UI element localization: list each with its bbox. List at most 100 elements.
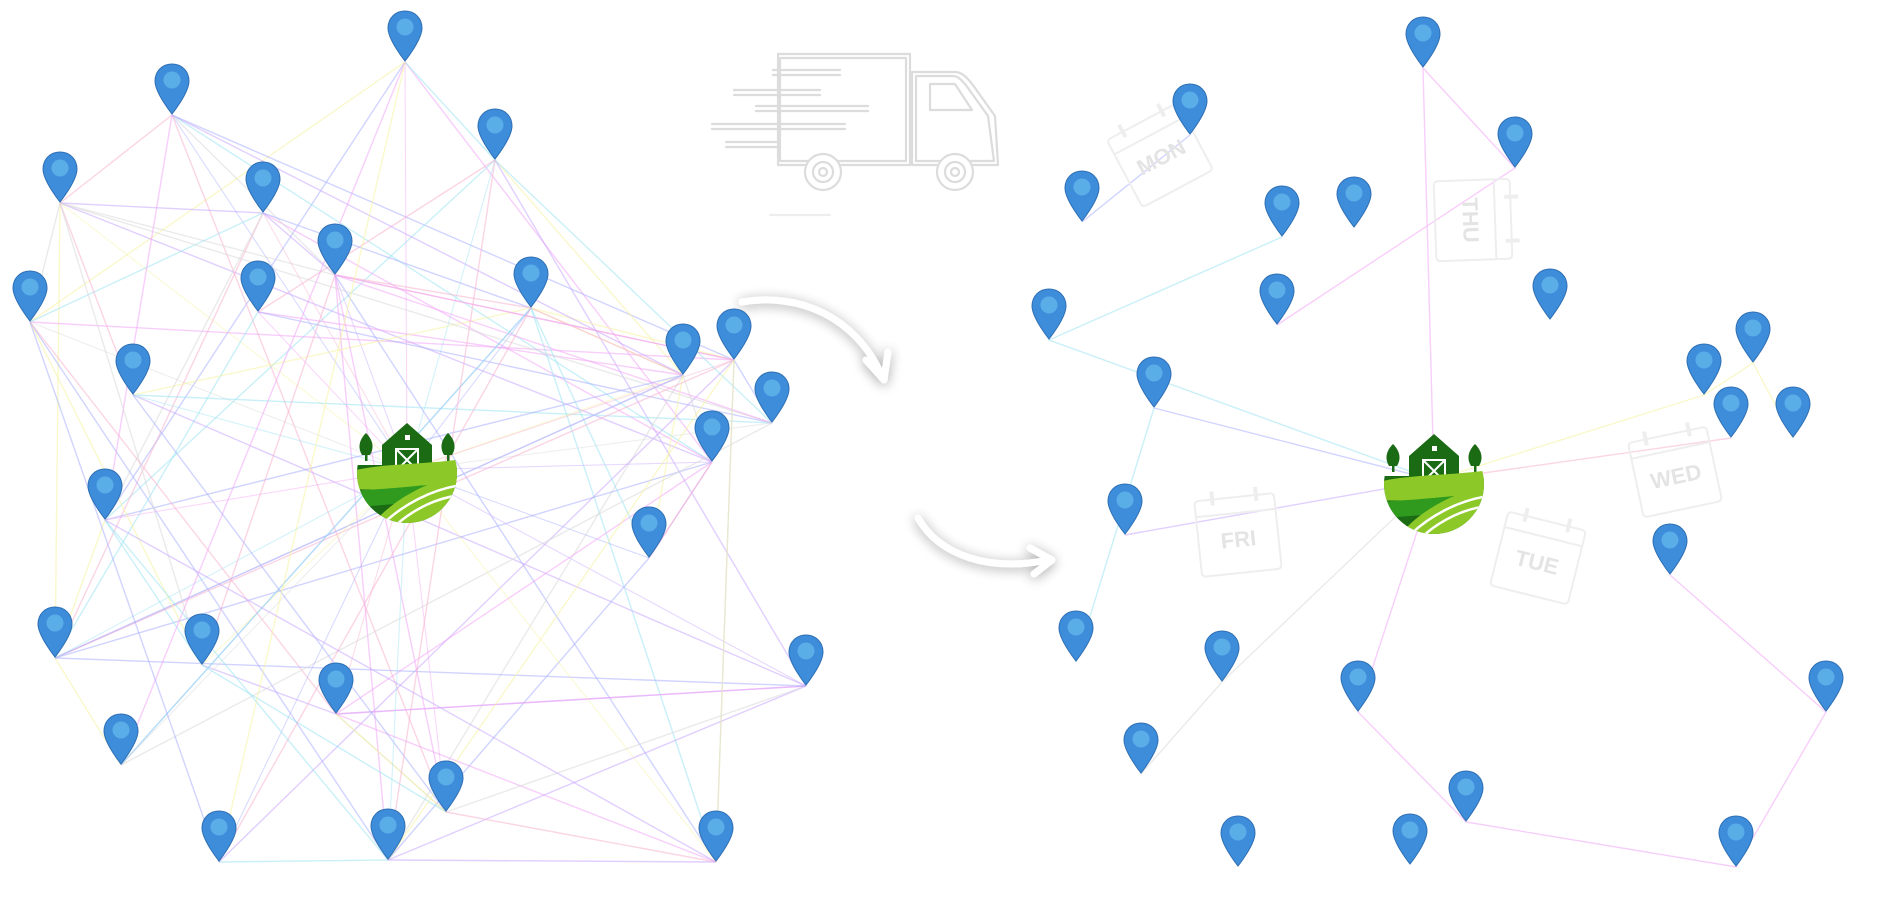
map-pin-icon xyxy=(201,810,237,862)
route-line xyxy=(54,657,807,687)
route-line xyxy=(404,61,496,161)
map-pin-icon xyxy=(1204,630,1240,682)
optimized-route-line xyxy=(1357,479,1827,868)
route-line xyxy=(201,664,447,813)
route-line xyxy=(530,307,717,863)
route-line xyxy=(406,469,717,863)
route-line xyxy=(29,321,408,471)
route-line xyxy=(335,685,807,715)
route-line xyxy=(54,469,408,659)
route-line xyxy=(257,311,408,471)
map-pin-icon xyxy=(184,613,220,665)
route-line xyxy=(120,61,406,766)
route-line xyxy=(120,307,532,766)
calendar-schedule-icon: TUE xyxy=(1489,507,1587,605)
route-line xyxy=(445,685,807,813)
route-line xyxy=(218,307,532,863)
map-pin-icon xyxy=(1405,16,1441,68)
route-line xyxy=(59,202,408,471)
map-pin-icon xyxy=(87,468,123,520)
calendar-schedule-icon: THU xyxy=(1432,177,1520,263)
route-line xyxy=(132,394,773,424)
map-pin-icon xyxy=(1775,386,1811,438)
schedule-cards: MON THU FRI WED TUE xyxy=(1107,103,1723,605)
optimized-route-line xyxy=(1124,479,1435,536)
route-line xyxy=(54,212,264,659)
map-pin-icon xyxy=(1340,660,1376,712)
map-pin-icon xyxy=(1713,386,1749,438)
schedule-card-label: TUE xyxy=(1513,545,1562,580)
calendar-schedule-icon: FRI xyxy=(1193,486,1283,578)
route-line xyxy=(530,307,684,376)
route-line xyxy=(387,859,717,863)
route-line xyxy=(406,469,807,687)
map-pin-icon xyxy=(1107,483,1143,535)
map-pin-icon xyxy=(370,808,406,860)
route-line xyxy=(335,461,713,715)
route-line xyxy=(171,114,447,813)
route-line xyxy=(334,274,717,863)
map-pin-icon xyxy=(513,256,549,308)
route-line xyxy=(104,519,717,863)
route-line xyxy=(218,61,406,863)
route-line xyxy=(104,519,203,666)
route-line xyxy=(120,422,773,766)
route-line xyxy=(404,61,713,463)
route-line xyxy=(530,307,735,361)
route-line xyxy=(406,461,713,471)
route-line xyxy=(218,359,735,863)
optimized-route-line xyxy=(1433,437,1732,481)
route-line xyxy=(218,469,408,863)
route-line xyxy=(171,114,735,361)
unoptimized-route-tangle xyxy=(29,61,807,863)
route-line xyxy=(54,202,61,659)
delivery-truck-icon xyxy=(710,52,1000,217)
route-line xyxy=(59,202,264,214)
route-line xyxy=(335,713,447,813)
optimized-route-line xyxy=(1433,361,1794,481)
route-line xyxy=(120,469,408,766)
route-line xyxy=(334,274,773,424)
route-line xyxy=(335,713,717,863)
route-line xyxy=(334,274,532,309)
map-pin-icon xyxy=(103,713,139,765)
route-line xyxy=(59,202,773,424)
map-pin-icon xyxy=(245,161,281,213)
route-line xyxy=(387,159,496,861)
route-line xyxy=(530,307,650,559)
map-pin-icon xyxy=(1532,268,1568,320)
map-pin-icon xyxy=(1264,185,1300,237)
route-line xyxy=(387,469,408,861)
map-pin-icon xyxy=(1497,116,1533,168)
route-line xyxy=(262,212,532,309)
route-line xyxy=(29,321,220,863)
map-pin-icon xyxy=(1336,176,1372,228)
map-pin-icon xyxy=(631,506,667,558)
optimized-route-line xyxy=(1081,134,1191,223)
route-line xyxy=(334,274,389,861)
map-pin-icon xyxy=(1735,311,1771,363)
optimized-route-line xyxy=(1047,236,1435,481)
map-pin-icon xyxy=(1172,83,1208,135)
route-line xyxy=(406,374,684,471)
map-pin-icon xyxy=(37,606,73,658)
route-line xyxy=(715,359,735,863)
route-line xyxy=(132,394,807,687)
curved-arrow-icon xyxy=(914,514,1056,578)
route-line xyxy=(132,394,408,471)
route-line xyxy=(104,159,496,521)
map-pin-icon xyxy=(1392,813,1428,865)
route-line xyxy=(257,159,496,313)
route-line xyxy=(387,557,650,861)
schedule-card-label: WED xyxy=(1648,459,1703,494)
route-line xyxy=(494,159,807,687)
route-line xyxy=(387,685,807,861)
route-line xyxy=(59,202,713,463)
route-line xyxy=(494,159,773,424)
map-pin-icon xyxy=(1808,660,1844,712)
route-line xyxy=(406,469,447,813)
route-line xyxy=(104,519,389,861)
route-line xyxy=(201,664,337,715)
map-pin-icon xyxy=(477,108,513,160)
